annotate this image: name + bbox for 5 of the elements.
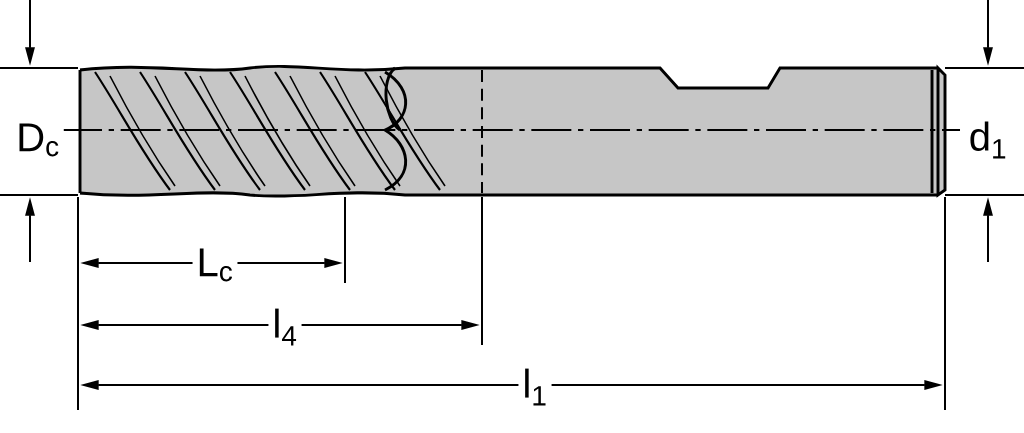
dimension-label: l$_{4}$: [268, 304, 302, 350]
dimension-label: l$_{1}$: [518, 364, 552, 410]
dimension-label: D$_{c}$: [12, 119, 64, 161]
dimension-label: L$_{c}$: [192, 244, 238, 286]
dimension-label: d$_{1}$: [964, 117, 1012, 163]
